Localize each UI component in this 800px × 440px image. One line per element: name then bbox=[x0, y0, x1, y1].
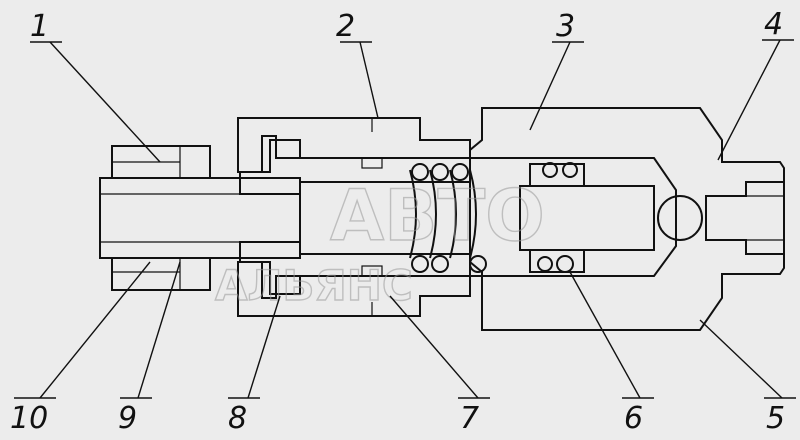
callout-8: 8 bbox=[228, 401, 247, 436]
callout-5: 5 bbox=[766, 401, 785, 436]
watermark-line1: АВТО bbox=[330, 175, 545, 257]
o-rings bbox=[361, 157, 383, 277]
central-tube bbox=[99, 177, 301, 259]
callout-labels: 1 2 3 4 5 6 7 8 9 10 bbox=[10, 7, 785, 436]
leader-lines bbox=[14, 39, 796, 399]
callout-2: 2 bbox=[336, 9, 355, 44]
union-nut bbox=[111, 145, 211, 291]
outlet-fitting bbox=[705, 181, 785, 255]
callout-6: 6 bbox=[624, 401, 643, 436]
callout-7: 7 bbox=[460, 401, 479, 436]
callout-9: 9 bbox=[118, 401, 137, 436]
callout-4: 4 bbox=[764, 7, 783, 42]
spring bbox=[409, 163, 487, 273]
callout-10: 10 bbox=[10, 401, 48, 436]
callout-1: 1 bbox=[30, 9, 49, 44]
check-ball bbox=[657, 195, 703, 241]
valve-plug bbox=[519, 162, 655, 273]
watermark-line2: АЛЬЯНС bbox=[215, 261, 413, 310]
callout-3: 3 bbox=[556, 9, 575, 44]
watermark: АВТО АЛЬЯНС bbox=[214, 174, 545, 310]
